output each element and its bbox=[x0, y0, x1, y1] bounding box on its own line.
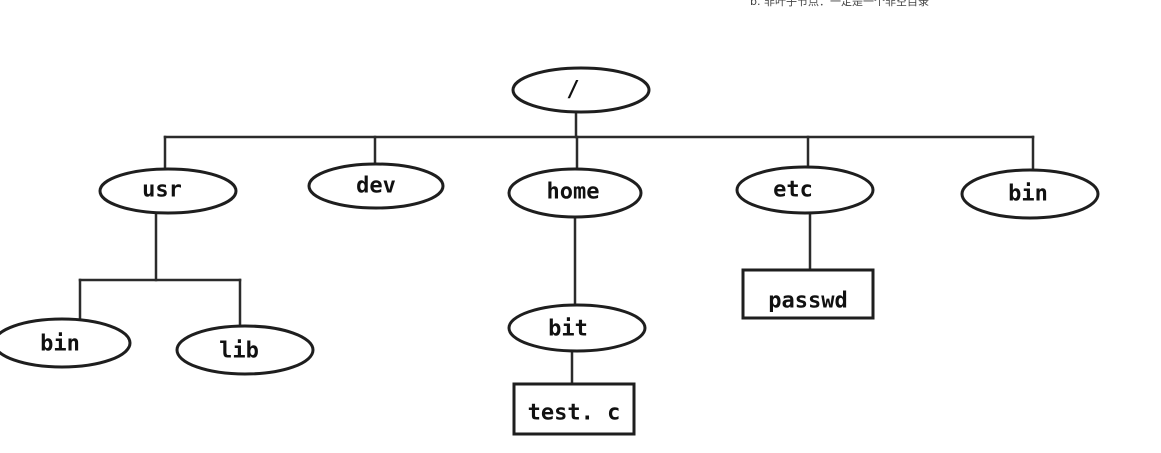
tree-connectors bbox=[78, 106, 1035, 386]
node-usr: usr bbox=[98, 167, 238, 215]
root-ellipse bbox=[511, 66, 651, 114]
node-home: home bbox=[507, 167, 643, 219]
root-label: / bbox=[566, 78, 579, 103]
node-bin-root: bin bbox=[960, 168, 1100, 220]
test-c-rect bbox=[512, 382, 636, 436]
lib-ellipse bbox=[175, 324, 315, 376]
bin-usr-label: bin bbox=[40, 332, 80, 357]
node-dev: dev bbox=[307, 162, 445, 210]
etc-ellipse bbox=[735, 165, 875, 215]
bit-label: bit bbox=[548, 317, 588, 342]
node-test-c: test. c bbox=[512, 382, 636, 436]
bin-usr-ellipse bbox=[0, 317, 132, 369]
node-bin-usr: bin bbox=[0, 317, 132, 369]
node-root: / bbox=[511, 66, 651, 114]
usr-ellipse bbox=[98, 167, 238, 215]
dev-label: dev bbox=[356, 174, 396, 199]
home-label: home bbox=[547, 180, 600, 205]
node-etc: etc bbox=[735, 165, 875, 215]
passwd-rect bbox=[741, 268, 875, 320]
dev-ellipse bbox=[307, 162, 445, 210]
diagram-caption: b. 非叶子节点：一定是一个非空目录 bbox=[750, 0, 929, 8]
etc-label: etc bbox=[773, 178, 813, 203]
bin-root-ellipse bbox=[960, 168, 1100, 220]
test-c-label: test. c bbox=[528, 401, 621, 426]
usr-label: usr bbox=[142, 178, 182, 203]
node-passwd: passwd bbox=[741, 268, 875, 320]
passwd-label: passwd bbox=[768, 289, 847, 314]
node-lib: lib bbox=[175, 324, 315, 376]
bin-root-label: bin bbox=[1008, 182, 1048, 207]
bit-ellipse bbox=[507, 303, 647, 353]
home-ellipse bbox=[507, 167, 643, 219]
lib-label: lib bbox=[219, 339, 259, 364]
node-bit: bit bbox=[507, 303, 647, 353]
